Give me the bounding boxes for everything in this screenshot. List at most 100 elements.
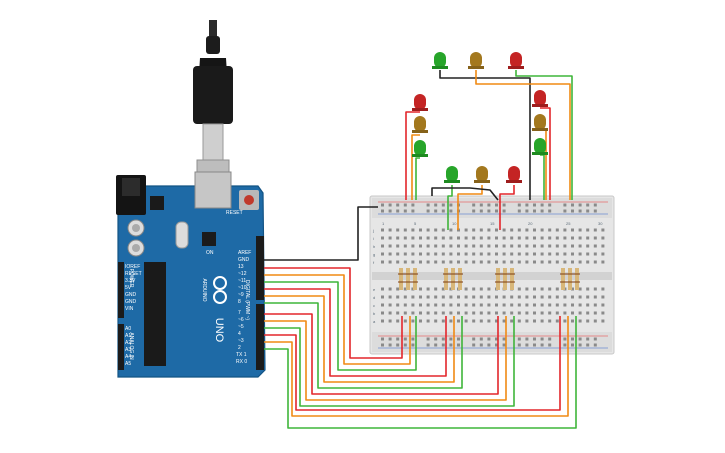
- leds[interactable]: [412, 52, 548, 183]
- led-icon[interactable]: [506, 166, 522, 183]
- row-letter: d: [373, 295, 375, 300]
- arduino-logo-icon: [213, 276, 227, 304]
- wire: [439, 70, 531, 200]
- wire: [264, 316, 577, 429]
- row-letter: c: [373, 303, 375, 308]
- wire: [264, 302, 463, 389]
- brand-label: ARDUINO: [201, 278, 207, 301]
- breadboard-column-numbers: 1 5 10 15 20 25 30: [382, 221, 603, 226]
- digital-section-label: DIGITAL (PWM ~): [244, 280, 250, 320]
- led-icon[interactable]: [412, 116, 428, 133]
- pin-label: ~12: [238, 271, 247, 277]
- pin-label: 2: [238, 345, 241, 351]
- resistors[interactable]: [398, 268, 580, 290]
- resistor-icon[interactable]: [561, 268, 579, 290]
- wire: [447, 185, 453, 230]
- wire: [264, 295, 455, 383]
- column-number: 20: [528, 221, 533, 226]
- pin-label: A3: [125, 347, 131, 353]
- resistor-icon[interactable]: [399, 268, 417, 290]
- pin-label: GND: [125, 299, 137, 305]
- row-letter: j: [372, 228, 374, 233]
- arduino-board[interactable]: ARDUINO UNO DIGITAL (PWM ~) POWER ANALOG…: [116, 171, 266, 378]
- row-letter: i: [373, 236, 374, 241]
- column-number: 1: [382, 221, 385, 226]
- power-pin-labels: IOREF RESET 3.3V 5V GND GND VIN: [125, 264, 142, 312]
- led-icon[interactable]: [432, 52, 448, 69]
- atmega-chip: [144, 262, 166, 366]
- wire: [515, 70, 573, 200]
- wire: [405, 111, 420, 200]
- resistor-icon[interactable]: [496, 268, 514, 290]
- analog-section-label: ANALOG IN: [128, 332, 134, 360]
- wire: [499, 185, 515, 230]
- resistor-icon[interactable]: [444, 268, 462, 290]
- led-icon[interactable]: [508, 52, 524, 69]
- pin-label: ~11: [238, 278, 246, 284]
- reset-label: RESET: [226, 210, 243, 216]
- row-letter: a: [373, 319, 376, 324]
- row-letter: g: [373, 252, 375, 257]
- wire: [540, 107, 551, 200]
- wire: [264, 316, 561, 411]
- breadboard[interactable]: j i h g f e d c b a 1 5 10 15 20 25 30: [369, 195, 615, 355]
- breadboard-holes[interactable]: [381, 203, 605, 347]
- row-letter: f: [373, 260, 375, 265]
- column-number: 25: [566, 221, 571, 226]
- pin-label: IOREF: [125, 264, 140, 270]
- pin-label: ~3: [238, 338, 244, 344]
- wire: [264, 288, 447, 377]
- wire: [431, 187, 499, 201]
- pin-label: RESET: [125, 271, 142, 277]
- pin-label: A2: [125, 340, 131, 346]
- usb-port: [194, 171, 232, 209]
- pin-label: 13: [238, 264, 244, 270]
- pin-label: VIN: [125, 306, 134, 312]
- wire-gnd: [264, 206, 378, 261]
- power-section-label: POWER: [128, 269, 134, 288]
- pin-label: ~6: [238, 317, 244, 323]
- pin-label: 4: [238, 331, 241, 337]
- pin-label: A5: [125, 361, 131, 367]
- led-icon[interactable]: [444, 166, 460, 183]
- wire: [264, 316, 507, 401]
- pin-label: 7: [238, 310, 241, 316]
- pin-label: A4: [125, 354, 131, 360]
- wire: [264, 274, 411, 365]
- wire: [475, 70, 571, 200]
- model-label: UNO: [213, 318, 225, 343]
- pin-label: ~5: [238, 324, 244, 330]
- pin-label: 5V: [125, 285, 132, 291]
- column-number: 15: [490, 221, 495, 226]
- wire: [415, 157, 420, 200]
- wire: [264, 316, 569, 417]
- pin-label: ~9: [238, 292, 244, 298]
- pin-label: A0: [125, 326, 131, 332]
- wire: [411, 134, 420, 200]
- wire: [264, 281, 417, 371]
- column-number: 30: [598, 221, 603, 226]
- led-icon[interactable]: [468, 52, 484, 69]
- led-icon[interactable]: [532, 138, 548, 155]
- led-icon[interactable]: [412, 140, 428, 157]
- wires[interactable]: [264, 70, 577, 429]
- digital-pin-labels: AREF GND 13 ~12 ~11 ~10 ~9 8 7 ~6 ~5 4 ~…: [236, 250, 251, 365]
- wire: [540, 154, 545, 200]
- row-letter: h: [373, 244, 375, 249]
- led-icon[interactable]: [474, 166, 490, 183]
- breadboard-row-letters: j i h g f e d c b a: [372, 228, 376, 324]
- pin-label: GND: [238, 257, 250, 263]
- on-label: ON: [206, 250, 214, 256]
- pin-label: RX 0: [236, 359, 247, 365]
- pin-label: ~10: [238, 285, 247, 291]
- pin-label: 3.3V: [125, 278, 136, 284]
- wire: [264, 313, 499, 395]
- led-icon[interactable]: [532, 90, 548, 107]
- led-icon[interactable]: [532, 114, 548, 131]
- row-letter: b: [373, 311, 376, 316]
- pin-label: GND: [125, 292, 137, 298]
- led-icon[interactable]: [412, 94, 428, 111]
- column-number: 10: [452, 221, 457, 226]
- wire: [264, 267, 403, 359]
